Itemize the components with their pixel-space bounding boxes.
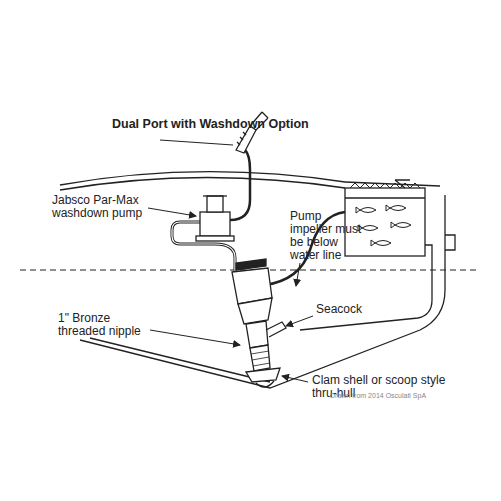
seacock <box>246 321 268 348</box>
hull-line <box>80 195 445 388</box>
part-label: Seacock <box>316 303 386 316</box>
diagram-title: Dual Port with Washdown Option <box>112 118 312 131</box>
washdown-pump <box>200 212 230 236</box>
note-label: Pump impeller must be below water line <box>290 210 365 262</box>
part-label: 1" Bronze threaded nipple <box>58 312 158 338</box>
thru-hull <box>246 368 280 382</box>
bronze-nipple <box>250 345 270 371</box>
watermark: Drawn from 2014 Osculati SpA <box>330 392 490 400</box>
part-label: Jabsco Par-Max washdown pump <box>52 194 152 220</box>
